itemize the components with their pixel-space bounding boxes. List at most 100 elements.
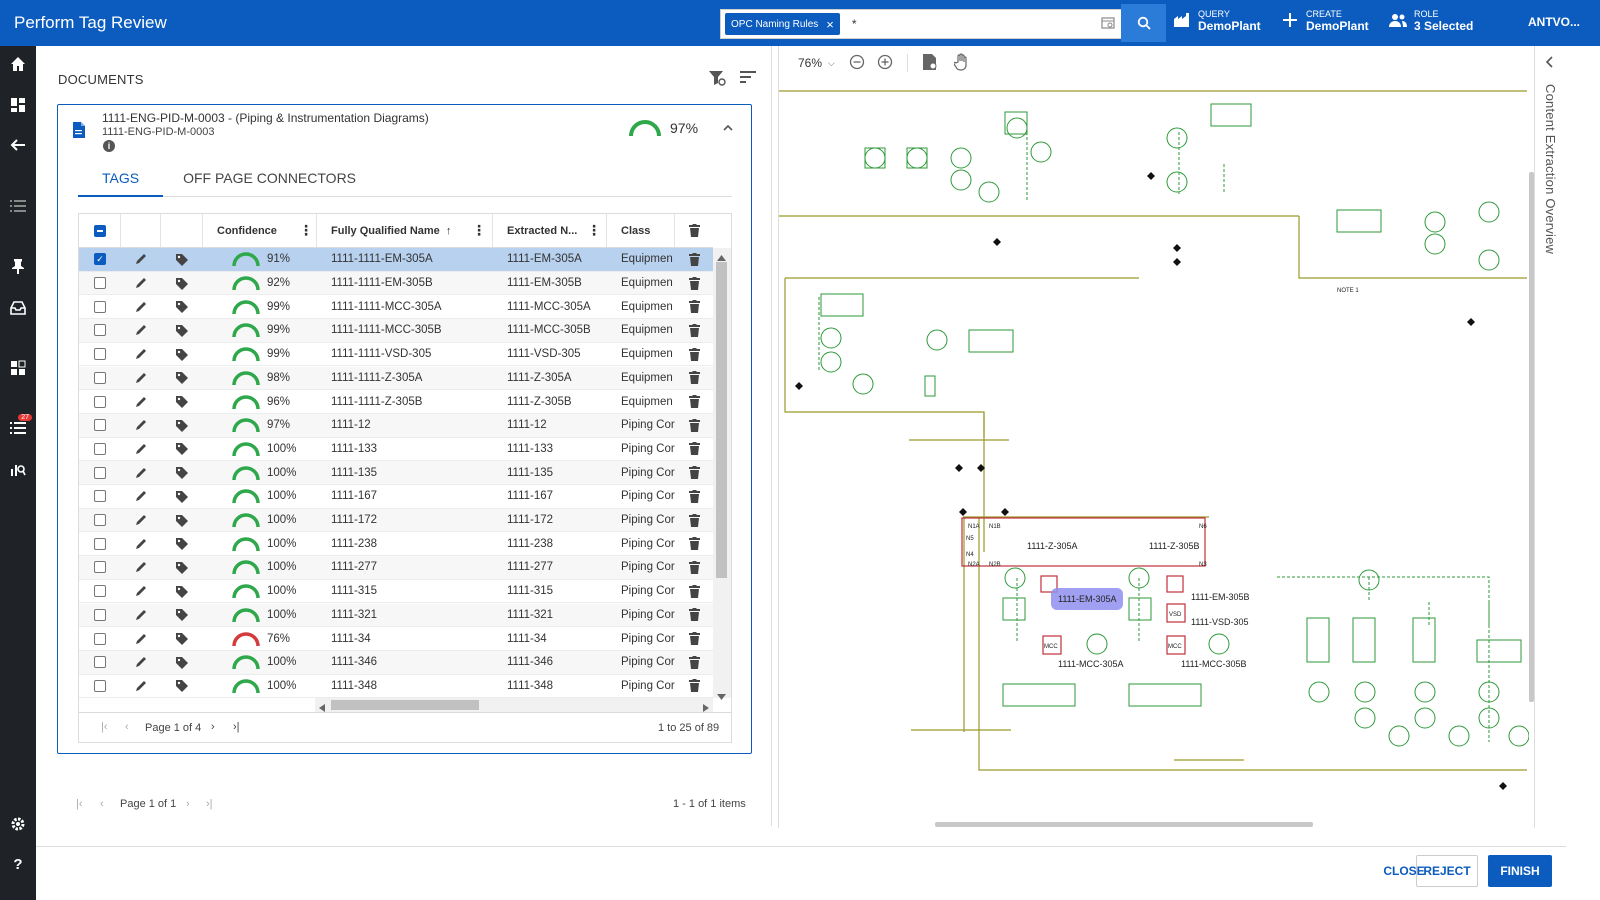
tag-icon[interactable] xyxy=(161,485,203,508)
column-fqn[interactable]: Fully Qualified Name ↑ ⋮ xyxy=(317,214,493,247)
first-page-icon[interactable]: |‹ xyxy=(76,798,83,810)
zoom-level[interactable]: 76% xyxy=(798,56,823,70)
trash-icon[interactable] xyxy=(675,272,713,295)
tag-icon[interactable] xyxy=(161,414,203,437)
fit-page-icon[interactable] xyxy=(922,53,938,74)
tag-icon[interactable] xyxy=(161,390,203,413)
chevron-down-icon[interactable]: ⌵ xyxy=(828,57,835,68)
trash-icon[interactable] xyxy=(675,367,713,390)
row-checkbox[interactable] xyxy=(94,348,106,361)
pid-drawing[interactable]: 1111-Z-305A 1111-Z-305B 1111-EM-305A 111… xyxy=(779,82,1529,822)
tag-icon[interactable] xyxy=(161,295,203,318)
sort-ascending-icon[interactable]: ↑ xyxy=(445,224,452,237)
pencil-edit-icon[interactable] xyxy=(121,343,161,366)
search-button[interactable] xyxy=(1121,4,1166,42)
back-arrow-icon[interactable] xyxy=(0,133,36,157)
trash-icon[interactable] xyxy=(675,675,713,698)
tag-icon[interactable] xyxy=(161,580,203,603)
pencil-edit-icon[interactable] xyxy=(121,367,161,390)
horizontal-scroll-thumb[interactable] xyxy=(331,700,479,710)
finish-button[interactable]: FINISH xyxy=(1488,855,1552,887)
tag-icon[interactable] xyxy=(161,532,203,555)
row-checkbox[interactable] xyxy=(94,679,106,692)
row-checkbox[interactable] xyxy=(94,561,106,574)
row-checkbox[interactable]: ✓ xyxy=(94,253,106,266)
row-checkbox[interactable] xyxy=(94,490,106,503)
tag-icon[interactable] xyxy=(161,627,203,650)
pan-hand-icon[interactable] xyxy=(953,52,970,74)
pencil-edit-icon[interactable] xyxy=(121,414,161,437)
list-icon[interactable] xyxy=(0,194,36,218)
inbox-icon[interactable] xyxy=(0,296,36,320)
vertical-scroll-thumb[interactable] xyxy=(716,262,727,578)
search-box[interactable]: OPC Naming Rules × * xyxy=(720,9,1123,39)
last-page-icon[interactable]: ›| xyxy=(233,721,240,733)
row-checkbox[interactable] xyxy=(94,419,106,432)
row-checkbox[interactable] xyxy=(94,514,106,527)
column-confidence[interactable]: Confidence ⋮ xyxy=(203,214,317,247)
pencil-edit-icon[interactable] xyxy=(121,248,161,271)
trash-icon[interactable] xyxy=(675,343,713,366)
tag-icon[interactable] xyxy=(161,604,203,627)
pencil-edit-icon[interactable] xyxy=(121,604,161,627)
pencil-edit-icon[interactable] xyxy=(121,295,161,318)
vertical-scrollbar[interactable] xyxy=(713,248,731,700)
search-input[interactable]: * xyxy=(851,17,857,31)
tab-off-page-connectors[interactable]: OFF PAGE CONNECTORS xyxy=(183,170,357,186)
trash-icon[interactable] xyxy=(675,461,713,484)
trash-icon[interactable] xyxy=(675,556,713,579)
analytics-icon[interactable] xyxy=(0,457,36,481)
pencil-edit-icon[interactable] xyxy=(121,580,161,603)
pin-icon[interactable] xyxy=(0,254,36,278)
search-options-icon[interactable] xyxy=(1094,16,1122,32)
trash-icon[interactable] xyxy=(675,604,713,627)
column-menu-icon[interactable]: ⋮ xyxy=(299,222,313,238)
column-extracted-name[interactable]: Extracted N... ⋮ xyxy=(493,214,607,247)
tag-icon[interactable] xyxy=(161,509,203,532)
zoom-out-icon[interactable] xyxy=(849,54,865,73)
row-checkbox[interactable] xyxy=(94,632,106,645)
row-checkbox[interactable] xyxy=(94,395,106,408)
row-checkbox[interactable] xyxy=(94,300,106,313)
pencil-edit-icon[interactable] xyxy=(121,438,161,461)
row-checkbox[interactable] xyxy=(94,442,106,455)
trash-icon[interactable] xyxy=(675,485,713,508)
scroll-left-icon[interactable] xyxy=(319,701,325,715)
filter-settings-icon[interactable] xyxy=(708,70,726,89)
zoom-in-icon[interactable] xyxy=(877,54,893,73)
row-checkbox[interactable] xyxy=(94,277,106,290)
dashboard-icon[interactable] xyxy=(0,93,36,117)
tag-icon[interactable] xyxy=(161,343,203,366)
trash-icon[interactable] xyxy=(675,627,713,650)
row-checkbox[interactable] xyxy=(94,371,106,384)
pencil-edit-icon[interactable] xyxy=(121,556,161,579)
prev-page-icon[interactable]: ‹ xyxy=(125,721,129,733)
viewer-horizontal-scrollbar[interactable] xyxy=(935,822,1313,827)
tab-tags[interactable]: TAGS xyxy=(78,163,164,197)
sort-icon[interactable] xyxy=(740,70,756,89)
tag-icon[interactable] xyxy=(161,651,203,674)
prev-page-icon[interactable]: ‹ xyxy=(100,798,104,810)
pencil-edit-icon[interactable] xyxy=(121,485,161,508)
row-checkbox[interactable] xyxy=(94,656,106,669)
column-menu-icon[interactable]: ⋮ xyxy=(472,222,486,238)
scroll-right-icon[interactable] xyxy=(703,701,709,715)
row-checkbox[interactable] xyxy=(94,608,106,621)
tasks-icon[interactable]: 27 xyxy=(0,414,36,440)
viewer-vertical-scrollbar[interactable] xyxy=(1529,172,1534,702)
